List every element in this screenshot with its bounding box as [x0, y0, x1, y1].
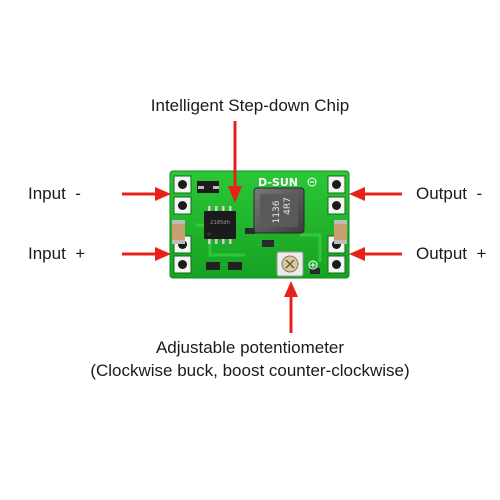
potentiometer-label: Adjustable potentiometer	[155, 338, 345, 357]
output-negative-label: Output -	[416, 184, 483, 203]
chip-label: Intelligent Step-down Chip	[150, 96, 350, 115]
potentiometer	[276, 251, 304, 277]
capacitors	[172, 220, 347, 244]
arrow-potentiometer-icon	[284, 281, 298, 333]
inductor-code-2: 1136	[272, 200, 282, 223]
inductor-code-1: 4R7	[283, 197, 293, 215]
input-pads	[173, 175, 192, 274]
brand-label: D-SUN	[258, 176, 298, 189]
inductor: 4R7 1136	[253, 187, 305, 234]
arrow-output-neg-icon	[349, 187, 402, 201]
arrow-output-pos-icon	[349, 247, 402, 261]
arrow-input-pos-icon	[122, 247, 171, 261]
output-pads	[327, 175, 346, 274]
arrow-input-neg-icon	[122, 187, 171, 201]
output-positive-label: Output +	[416, 244, 487, 263]
plus-marking-icon	[308, 260, 318, 270]
step-down-chip: 2105dh	[204, 206, 236, 244]
potentiometer-caption: (Clockwise buck, boost counter-clockwise…	[90, 361, 410, 380]
chip-marking: 2105dh	[210, 220, 230, 226]
input-negative-label: Input -	[28, 184, 81, 203]
smd-components	[197, 181, 320, 274]
minus-marking-icon	[307, 177, 317, 187]
arrow-chip-icon	[228, 121, 242, 203]
input-positive-label: Input +	[28, 244, 86, 263]
